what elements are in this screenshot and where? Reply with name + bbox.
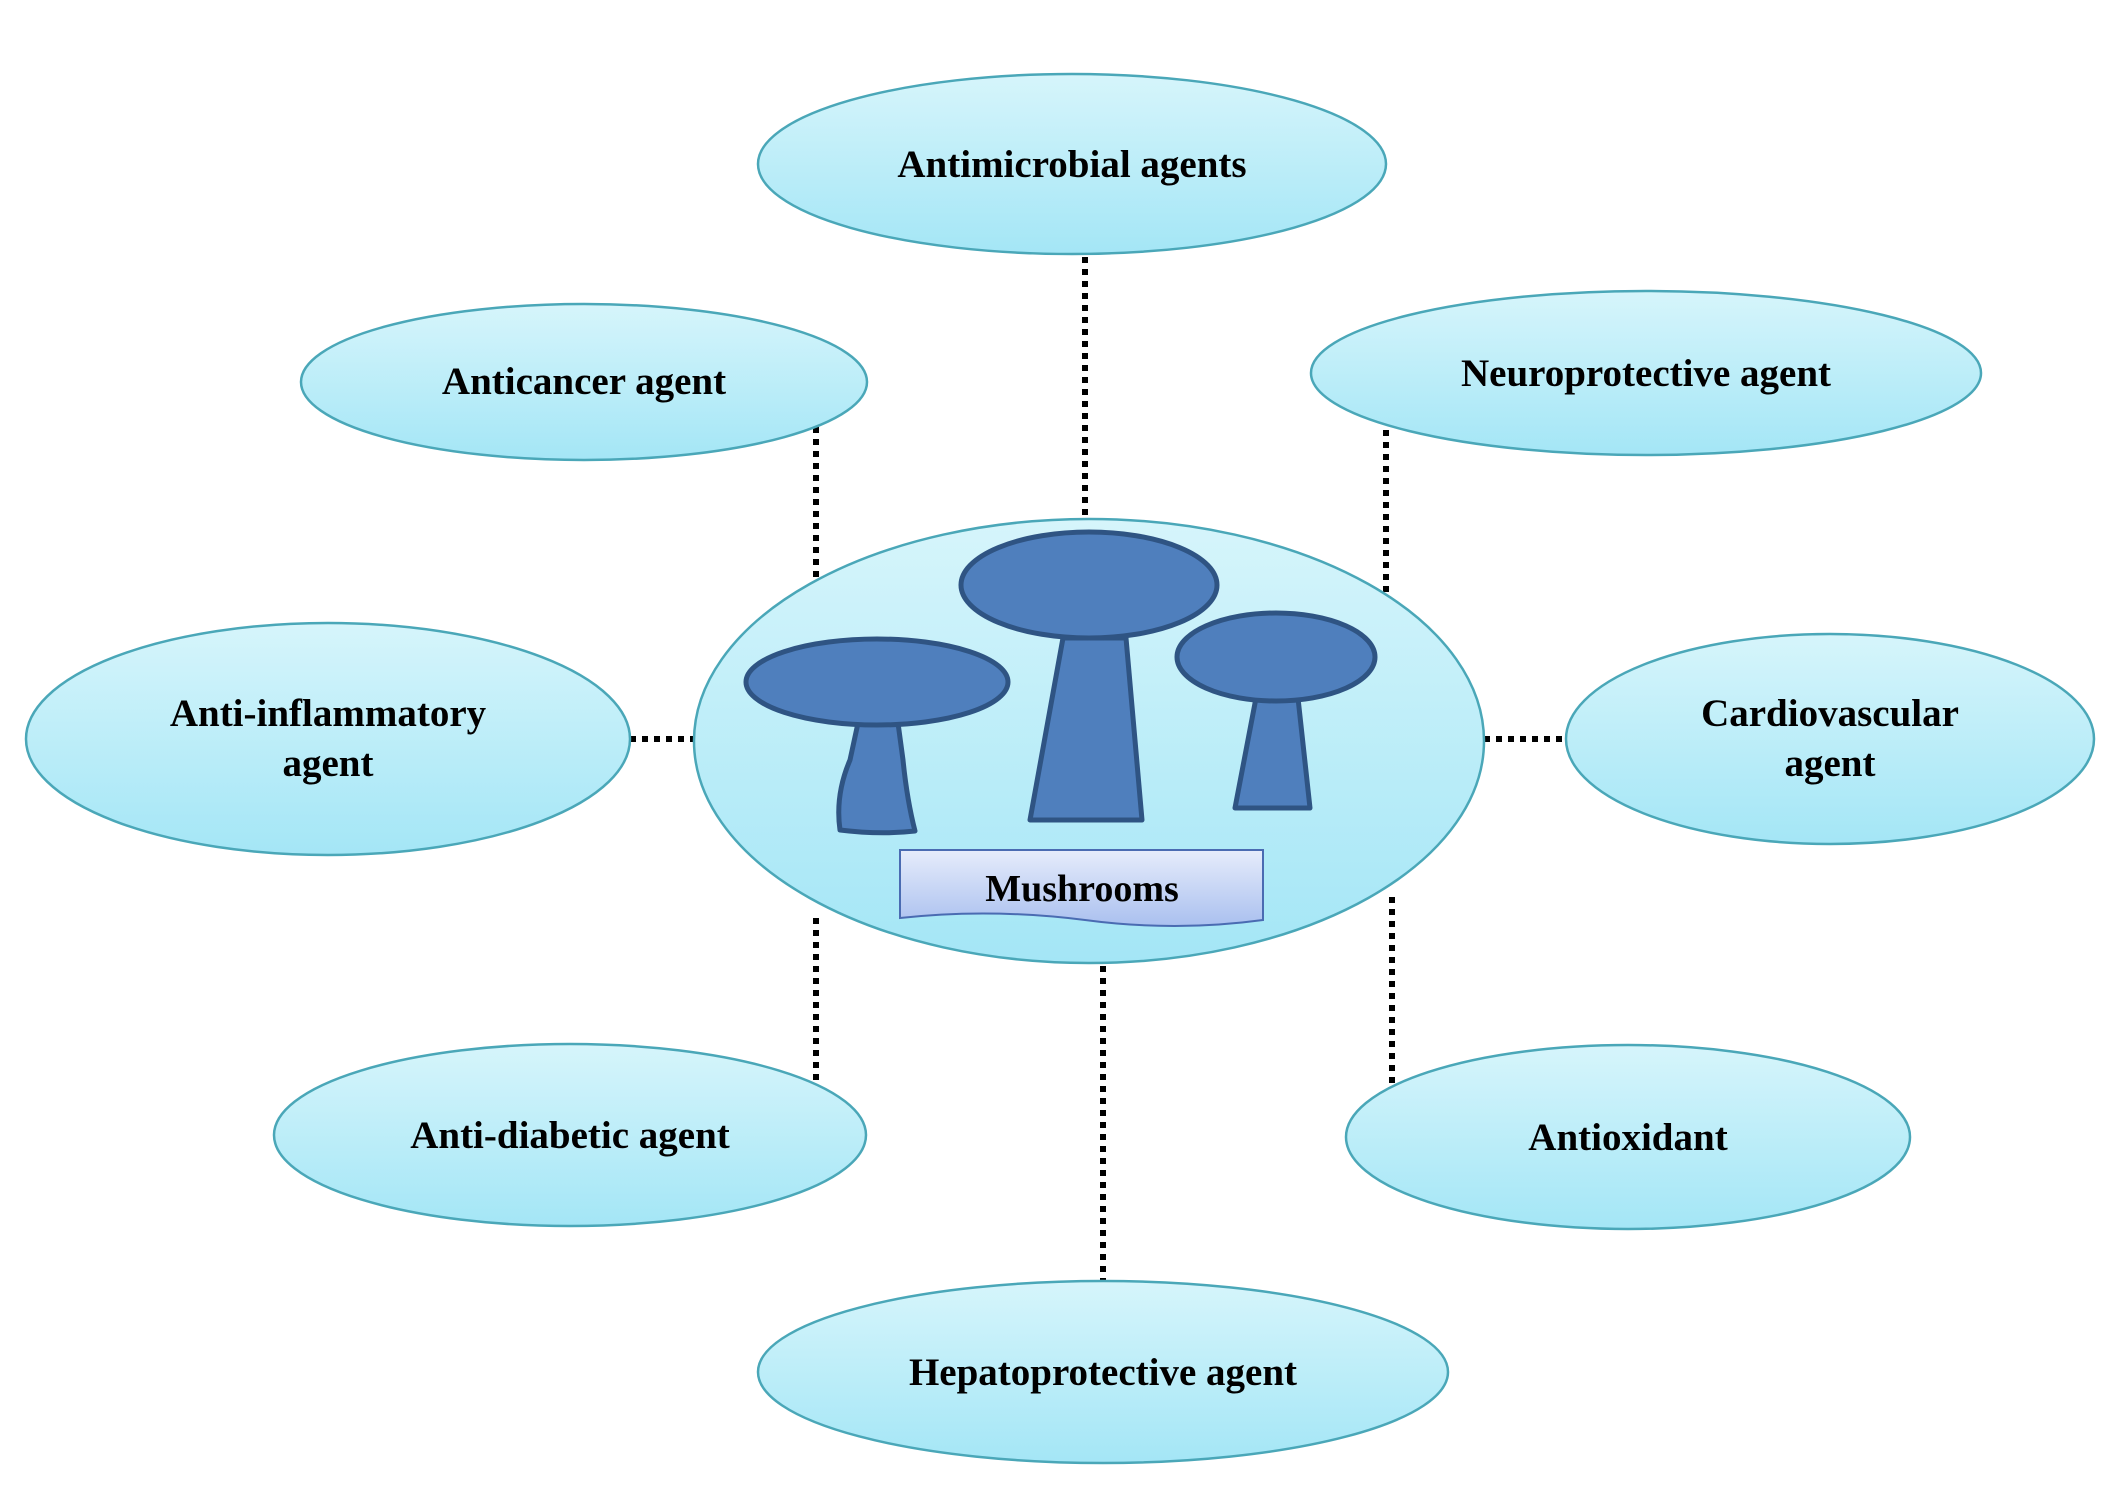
- node-neuroprotective-label: Neuroprotective agent: [1461, 352, 1831, 395]
- node-anti-inflammatory-label: Anti-inflammatory agent: [170, 692, 487, 785]
- center-node: Mushrooms: [692, 517, 1486, 965]
- mushroom-left-icon: [743, 636, 1011, 836]
- node-anti-inflammatory: Anti-inflammatory agent: [24, 621, 632, 857]
- node-cardiovascular-line-2: agent: [1785, 742, 1876, 785]
- node-anti-inflammatory-line-1: Anti-inflammatory: [170, 692, 487, 735]
- node-cardiovascular: Cardiovascular agent: [1564, 632, 2096, 846]
- node-anti-diabetic-line-1: Anti-diabetic agent: [410, 1114, 730, 1157]
- node-antioxidant-label: Antioxidant: [1528, 1116, 1727, 1159]
- mushroom-right-icon: [1174, 610, 1378, 811]
- node-anticancer: Anticancer agent: [299, 302, 869, 462]
- node-neuroprotective-line-1: Neuroprotective agent: [1461, 352, 1831, 395]
- node-anti-inflammatory-line-2: agent: [283, 742, 374, 785]
- node-antimicrobial-line-1: Antimicrobial agents: [897, 143, 1246, 186]
- node-antimicrobial: Antimicrobial agents: [756, 72, 1388, 256]
- node-anticancer-label: Anticancer agent: [442, 360, 726, 403]
- node-antioxidant-line-1: Antioxidant: [1528, 1116, 1727, 1159]
- mushroom-middle-icon: [958, 529, 1220, 823]
- node-anticancer-line-1: Anticancer agent: [442, 360, 726, 403]
- node-antimicrobial-label: Antimicrobial agents: [897, 143, 1246, 186]
- center-label: Mushrooms: [985, 868, 1179, 910]
- node-cardiovascular-line-1: Cardiovascular: [1701, 692, 1959, 735]
- nodes: Antimicrobial agents Anticancer agent Ne…: [24, 72, 2096, 1465]
- node-cardiovascular-label: Cardiovascular agent: [1701, 692, 1959, 785]
- node-hepatoprotective-label: Hepatoprotective agent: [909, 1351, 1297, 1394]
- node-anti-diabetic: Anti-diabetic agent: [272, 1042, 868, 1228]
- node-neuroprotective: Neuroprotective agent: [1309, 289, 1983, 457]
- node-hepatoprotective: Hepatoprotective agent: [756, 1279, 1450, 1465]
- node-antioxidant: Antioxidant: [1344, 1043, 1912, 1231]
- connectors: [630, 257, 1565, 1282]
- node-hepatoprotective-line-1: Hepatoprotective agent: [909, 1351, 1297, 1394]
- center-label-box: Mushrooms: [899, 849, 1264, 927]
- node-anti-diabetic-label: Anti-diabetic agent: [410, 1114, 730, 1157]
